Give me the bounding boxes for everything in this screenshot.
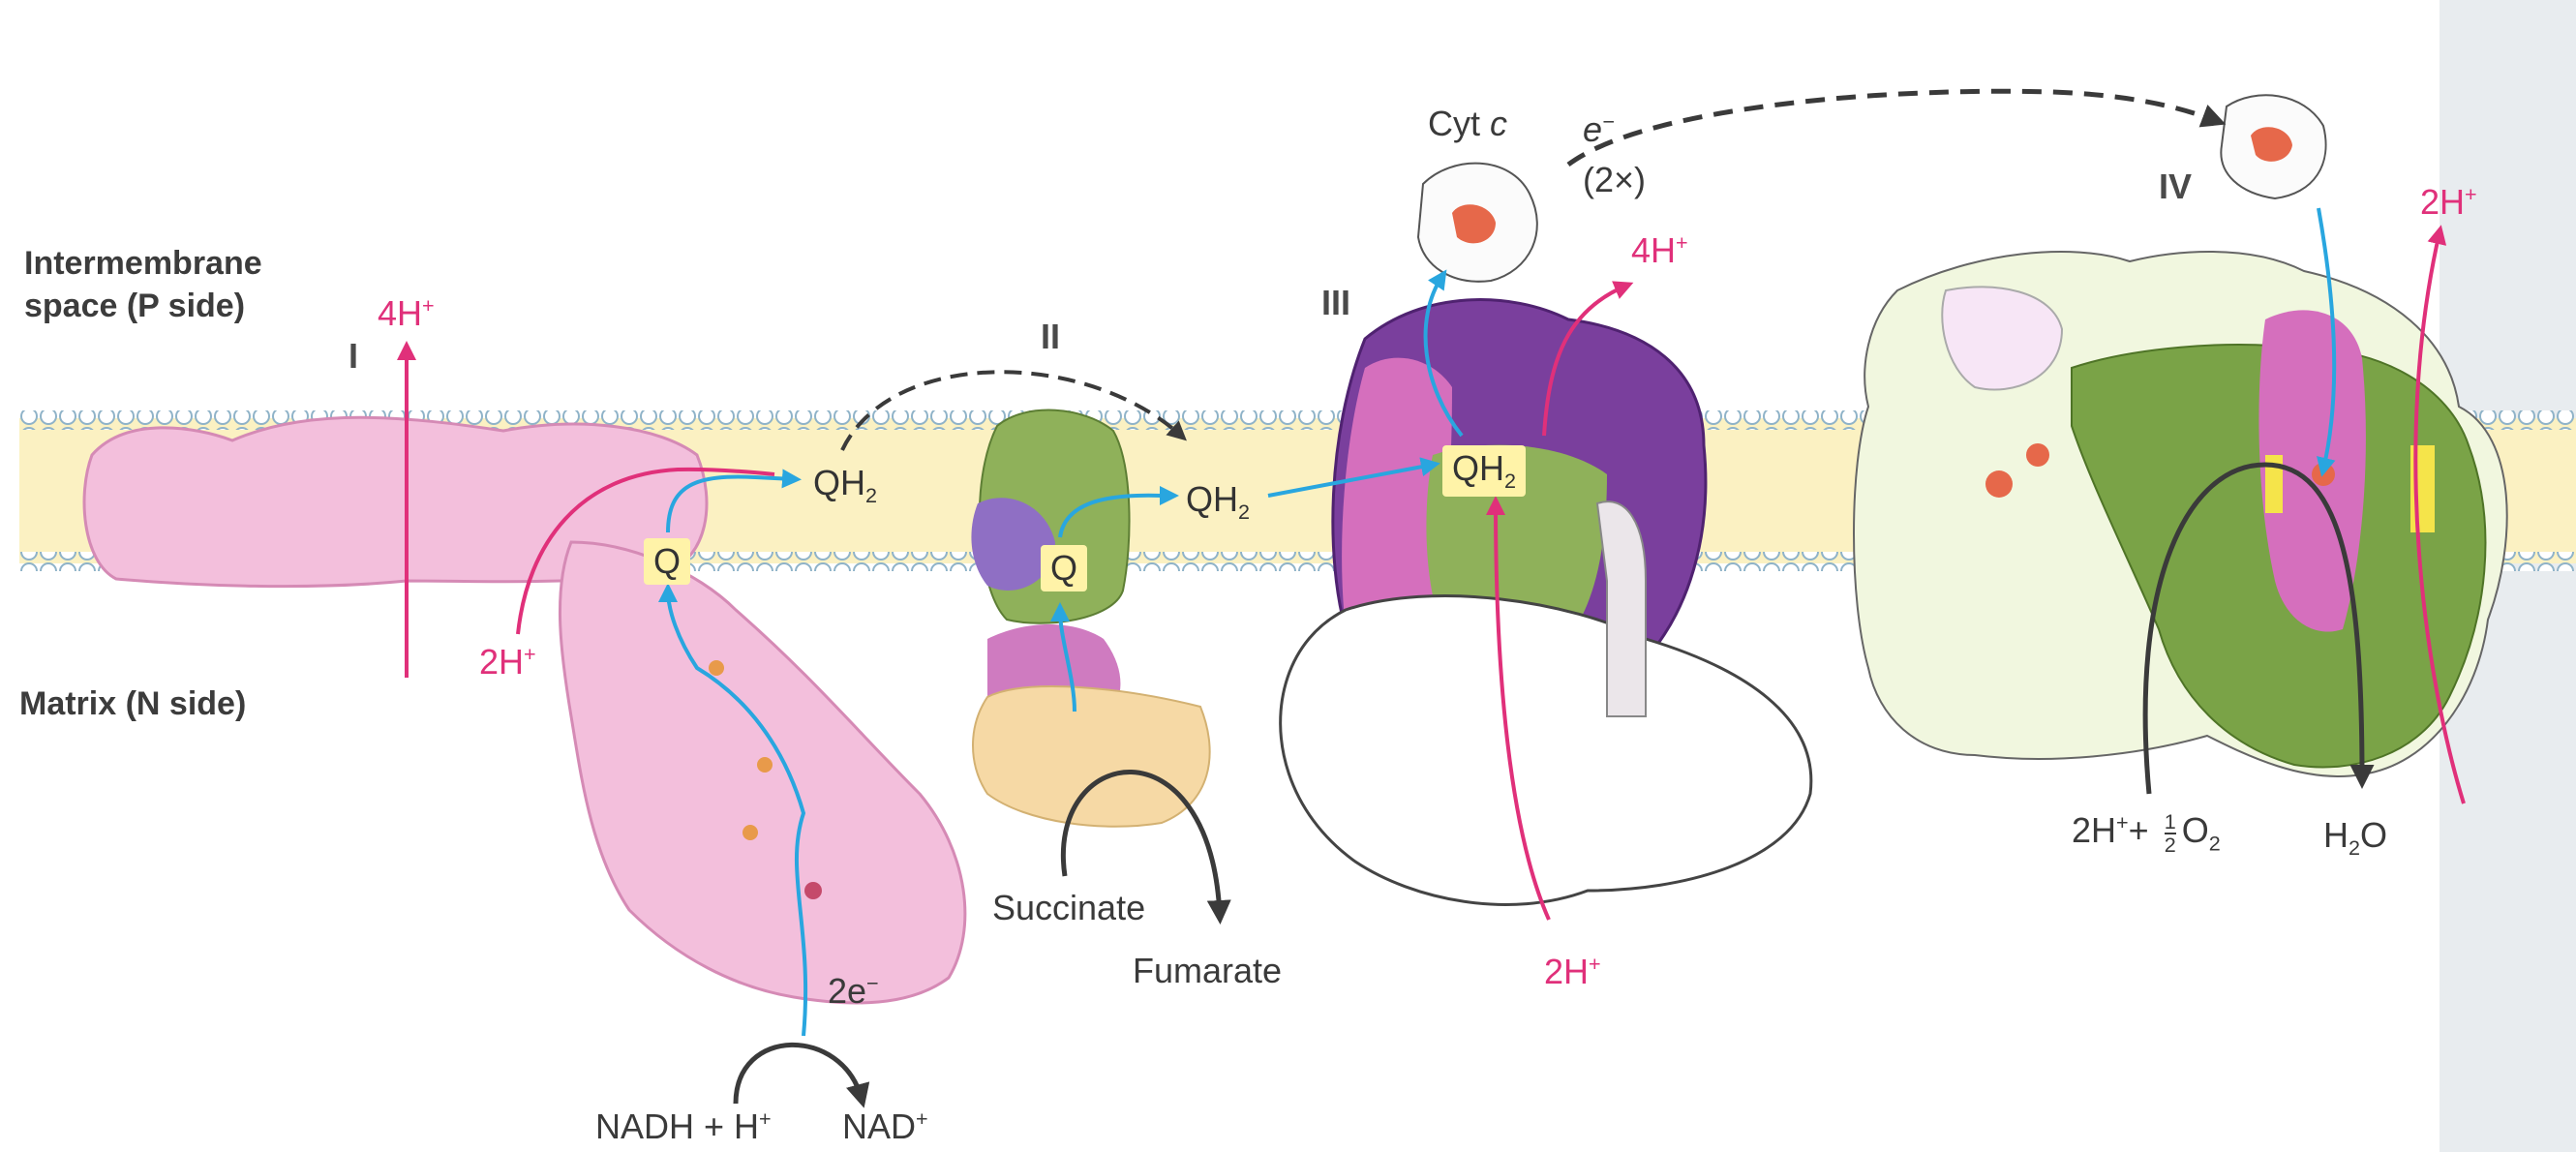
c2-qh2-text: QH [1186,479,1238,519]
nad-sup: + [916,1107,928,1131]
c4-2h-top-text: 2H [2420,182,2466,222]
intermembrane-line1: Intermembrane [24,245,262,282]
c1-2h-sup: + [524,642,536,666]
complex-iii [1279,298,1813,906]
cytc-transfer-arrow [1566,88,2227,167]
c1-qh2-text: QH [813,463,865,502]
succinate-arrow [1060,770,1231,925]
nadh-label: NADH + H+ [595,1108,772,1144]
water-h: H [2323,815,2349,855]
complex-iii-arrows [1423,88,2227,921]
c1-2e-text: 2e [828,971,867,1011]
c3-4h-label: 4H+ [1631,232,1688,268]
complex-i-arrows [397,341,870,1108]
e-minus-sup: − [1602,109,1615,134]
c1-4h-text: 4H [378,293,423,333]
c1-q-box: Q [644,538,691,585]
c3-2h-label: 2H+ [1544,954,1601,989]
c4-proton-up [2413,225,2466,804]
cytc-label: Cyt c [1428,106,1507,141]
c1-2h-label: 2H+ [479,644,536,680]
cytc-italic: c [1490,104,1508,143]
intermembrane-line2: space (P side) [24,288,246,325]
c4-plus: + [2128,810,2149,851]
c4-2h-sup: + [2116,810,2129,835]
matrix-label: Matrix (N side) [19,685,247,722]
c1-qh2-label: QH2 [803,460,887,511]
complex-ii-label: II [1041,317,1061,356]
c1-qh2-sub: 2 [865,483,878,508]
c4-2h-top-label: 2H+ [2420,184,2477,220]
c3-2h-sup: + [1589,952,1601,976]
qh2-to-complex-iii-arrow [1267,457,1440,498]
c2-q-box: Q [1041,545,1088,591]
water-o: O [2360,815,2388,855]
nad-label: NAD+ [842,1108,928,1144]
e-minus-label: e− [1583,111,1615,147]
half-num: 1 [2164,809,2176,834]
cytochrome-c [1416,94,2327,283]
oxygen-to-water-arrow [2142,462,2375,795]
times2-label: (2×) [1583,160,1647,199]
water-label: H2O [2323,818,2387,859]
c3-proton-in [1486,496,1551,921]
water-h-sub: 2 [2349,835,2361,861]
complex-iii-label: III [1321,283,1351,322]
c1-4h-sup: + [422,293,435,318]
c2-dashed-arrow [840,370,1187,451]
c1-proton-curve [516,467,775,635]
complex-iv-arrows [2142,207,2466,804]
nadh-sup: + [759,1107,772,1131]
c2-electron-up [1050,602,1076,712]
nad-text: NAD [842,1107,917,1146]
nadh-arrow [733,1042,870,1108]
fumarate-label: Fumarate [1133,951,1283,990]
cytc-text: Cyt [1428,104,1491,143]
c3-4h-sup: + [1676,230,1688,255]
c4-electron-down [2317,207,2337,477]
c1-2h-text: 2H [479,642,525,682]
e-minus-text: e [1583,109,1603,149]
c1-4h-label: 4H+ [378,295,435,331]
c1-2e-sup: − [866,971,879,995]
c1-electron-path [658,583,808,1037]
c3-electron-up [1423,269,1464,438]
c4-o-sub: 2 [2208,831,2221,856]
c4-o-text: O [2181,810,2209,851]
c1-q-to-qh2-arrow [666,469,802,533]
complex-ii [971,409,1211,828]
c2-qh2-sub: 2 [1238,500,1251,525]
complex-ii-arrows [840,370,1231,925]
complex-iv-label: IV [2159,167,2193,206]
nadh-text: NADH + H [595,1107,760,1146]
c3-4h-text: 4H [1631,230,1677,270]
succinate-label: Succinate [992,888,1146,927]
c2-qh2-label: QH2 [1176,476,1259,528]
half-den: 2 [2164,832,2176,857]
c3-2h-text: 2H [1544,952,1590,991]
c3-qh2-text: QH [1452,448,1504,488]
c3-qh2-sub: 2 [1504,469,1517,494]
c2-q-to-qh2-arrow [1058,486,1179,538]
c4-2h-text: 2H [2072,810,2117,851]
c4-2h-top-sup: + [2465,182,2477,206]
c3-qh2-box: QH2 [1442,445,1527,497]
complex-i-label: I [349,336,359,376]
intermembrane-label: Intermembrane space (P side) [24,242,262,327]
complex-iv [1853,251,2508,777]
c3-proton-up [1542,281,1634,437]
c1-2e-label: 2e− [828,973,879,1009]
complex-i [82,415,967,1005]
